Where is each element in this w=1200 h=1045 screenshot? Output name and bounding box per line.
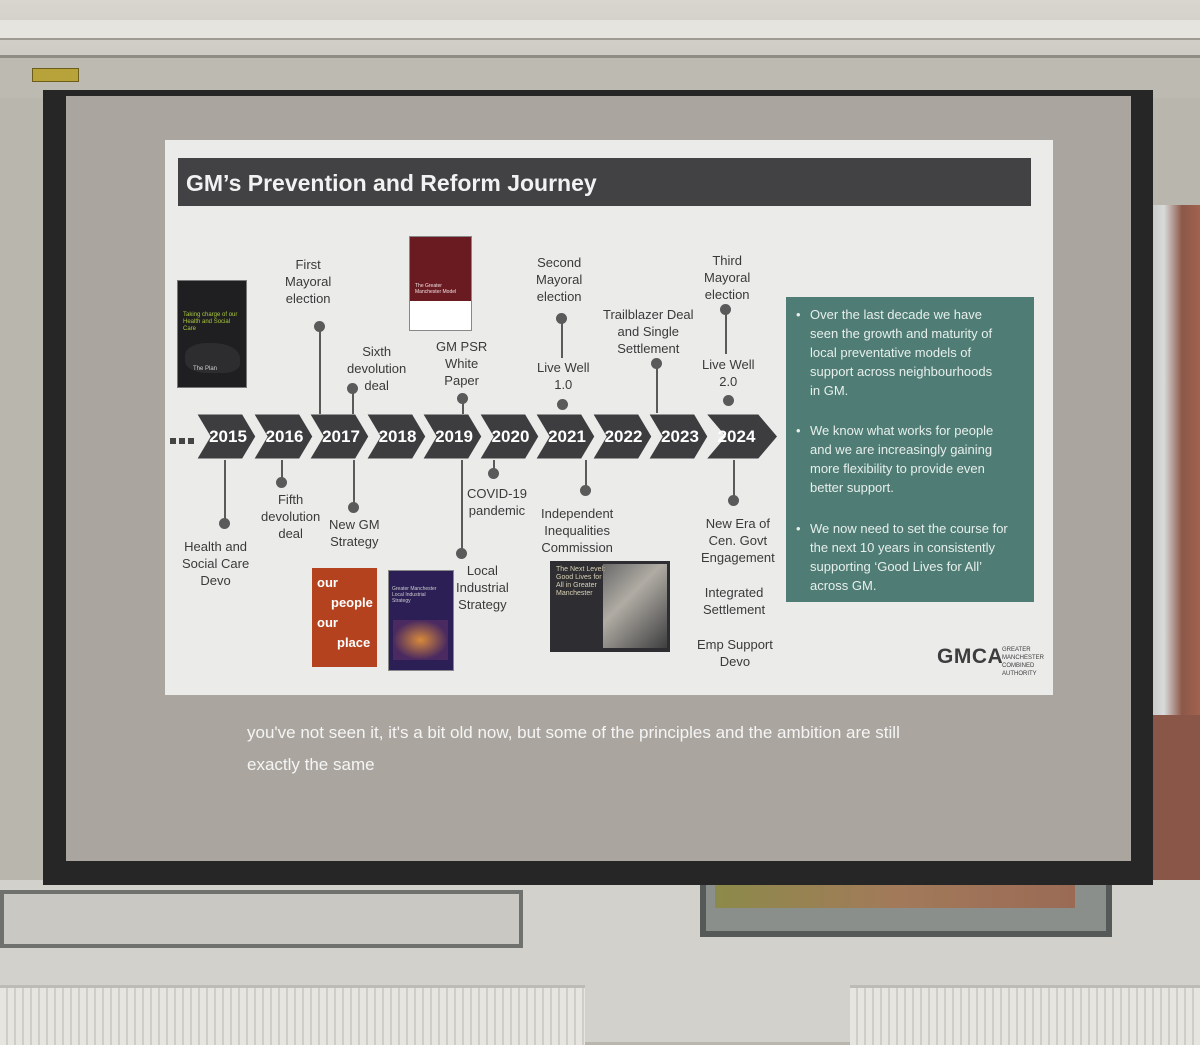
event-trailblazer-deal: Trailblazer Deal and Single Settlement (603, 307, 694, 356)
stem-new-gm-strategy (353, 460, 355, 508)
timeline-chevron-2019 (421, 413, 483, 460)
stem-trailblazer (656, 363, 658, 413)
event-new-gm-strategy: New GM Strategy (329, 517, 380, 549)
dot-trailblazer (651, 358, 662, 369)
timeline-lead-dots (170, 432, 200, 444)
dot-first-mayoral (314, 321, 325, 332)
our-people-word-4: place (337, 635, 371, 650)
timeline-chevron-2024 (703, 413, 779, 460)
stem-second-mayoral (561, 318, 563, 358)
ceiling-light-strip (0, 20, 1200, 40)
event-fifth-devolution-deal: Fifth devolution deal (261, 492, 321, 541)
stem-covid (493, 460, 495, 474)
timeline-chevron-2017 (308, 413, 370, 460)
thumbnail-industrial-label: Greater Manchester Local Industrial Stra… (392, 586, 437, 604)
dot-psr (457, 393, 468, 404)
dot-local-industrial (456, 548, 467, 559)
ceiling-sensor (32, 68, 79, 82)
timeline-year-2020: 2020 (491, 427, 530, 446)
slide-title: GM’s Prevention and Reform Journey (178, 158, 1031, 206)
event-sixth-devolution-deal: Sixth devolution deal (347, 344, 407, 393)
our-people-word-2: people (331, 595, 373, 610)
summary-bullet-1-text: Over the last decade we have seen the gr… (810, 307, 993, 398)
dot-live-well-1 (557, 399, 568, 410)
timeline-chevron-2018 (364, 413, 427, 460)
timeline-year-2017: 2017 (322, 427, 360, 446)
caption-line-2: exactly the same (247, 755, 375, 774)
thumbnail-industrial-image (393, 620, 448, 660)
event-integrated-settlement: Integrated Settlement (703, 585, 766, 617)
event-second-mayoral-election: Second Mayoral election (536, 255, 583, 304)
timeline-chevron-2020 (477, 413, 540, 460)
dot-second-mayoral (556, 313, 567, 324)
stem-inequalities (585, 460, 587, 490)
event-new-era-central-govt: New Era of Cen. Govt Engagement (701, 516, 775, 565)
event-live-well-1: Live Well 1.0 (537, 360, 590, 392)
stem-fifth-devo (281, 460, 283, 482)
timeline-chevron-2022 (590, 413, 653, 460)
timeline-chevron-2021 (534, 413, 596, 460)
event-emp-support-devo: Emp Support Devo (697, 637, 773, 669)
lower-window-left (0, 890, 523, 948)
dot-sixth-devo (347, 383, 358, 394)
thumbnail-psr-label: The Greater Manchester Model (415, 283, 457, 295)
stem-new-era (733, 460, 735, 500)
gmca-logo-subtitle: GREATER MANCHESTER COMBINED AUTHORITY (1002, 647, 1045, 677)
dot-third-mayoral (720, 304, 731, 315)
dot-health-social (219, 518, 230, 529)
summary-bullet-3: •We now need to set the course for the n… (796, 521, 1008, 593)
event-independent-inequalities-commission: Independent Inequalities Commission (541, 506, 614, 555)
timeline-year-2022: 2022 (604, 427, 643, 446)
summary-panel: •Over the last decade we have seen the g… (786, 297, 1034, 602)
timeline-chevron-2015 (195, 413, 257, 460)
timeline-year-2018: 2018 (378, 427, 417, 446)
dot-new-gm-strategy (348, 502, 359, 513)
radiator-left (0, 985, 585, 1045)
event-first-mayoral-election: First Mayoral election (285, 257, 332, 306)
timeline-chevron-2016 (251, 413, 314, 460)
thumbnail-inequalities-label: The Next Level: Good Lives for All in Gr… (556, 566, 606, 597)
timeline-year-2024: 2024 (717, 427, 756, 446)
stem-psr (462, 398, 464, 414)
event-health-social-care-devo: Health and Social Care Devo (182, 539, 250, 588)
dot-fifth-devo (276, 477, 287, 488)
thumbnail-the-plan-map (185, 343, 240, 373)
stem-first-mayoral (319, 326, 321, 414)
summary-bullet-2-text: We know what works for people and we are… (810, 423, 994, 495)
event-covid-19-pandemic: COVID-19 pandemic (467, 486, 527, 518)
caption-line-1: you've not seen it, it's a bit old now, … (247, 723, 900, 742)
thumbnail-our-people-our-place (312, 568, 377, 667)
our-people-word-3: our (317, 615, 338, 630)
timeline-year-2016: 2016 (265, 427, 304, 446)
thumbnail-inequalities-photo (603, 564, 667, 648)
timeline-chevron-2023 (647, 413, 709, 460)
thumbnail-psr-cover (410, 237, 471, 301)
summary-bullet-3-text: We now need to set the course for the ne… (810, 521, 1008, 593)
dot-covid (488, 468, 499, 479)
stem-local-industrial (461, 460, 463, 553)
thumbnail-the-plan-label: The Plan (193, 366, 218, 372)
timeline-year-2023: 2023 (661, 427, 699, 446)
dot-new-era (728, 495, 739, 506)
timeline-year-2019: 2019 (435, 427, 473, 446)
stem-sixth-devo (352, 388, 354, 414)
event-third-mayoral-election: Third Mayoral election (704, 253, 751, 302)
event-live-well-2: Live Well 2.0 (702, 357, 755, 389)
radiator-right (850, 985, 1200, 1045)
stem-third-mayoral (725, 309, 727, 354)
thumbnail-our-people-text: our people our place (315, 573, 375, 653)
brick-wall (1150, 715, 1200, 910)
stem-health-social (224, 460, 226, 524)
dot-inequalities (580, 485, 591, 496)
summary-bullet-1: •Over the last decade we have seen the g… (796, 307, 993, 398)
event-gm-psr-white-paper: GM PSR White Paper (436, 339, 488, 388)
summary-bullet-2: •We know what works for people and we ar… (796, 423, 994, 495)
thumbnail-the-plan-heading: Taking charge of our Health and Social C… (183, 312, 238, 332)
our-people-word-1: our (317, 575, 338, 590)
gmca-logo: GMCA (937, 645, 1004, 668)
timeline-year-2015: 2015 (209, 427, 247, 446)
dot-live-well-2 (723, 395, 734, 406)
timeline-year-2021: 2021 (548, 427, 586, 446)
event-local-industrial-strategy: Local Industrial Strategy (456, 563, 509, 612)
